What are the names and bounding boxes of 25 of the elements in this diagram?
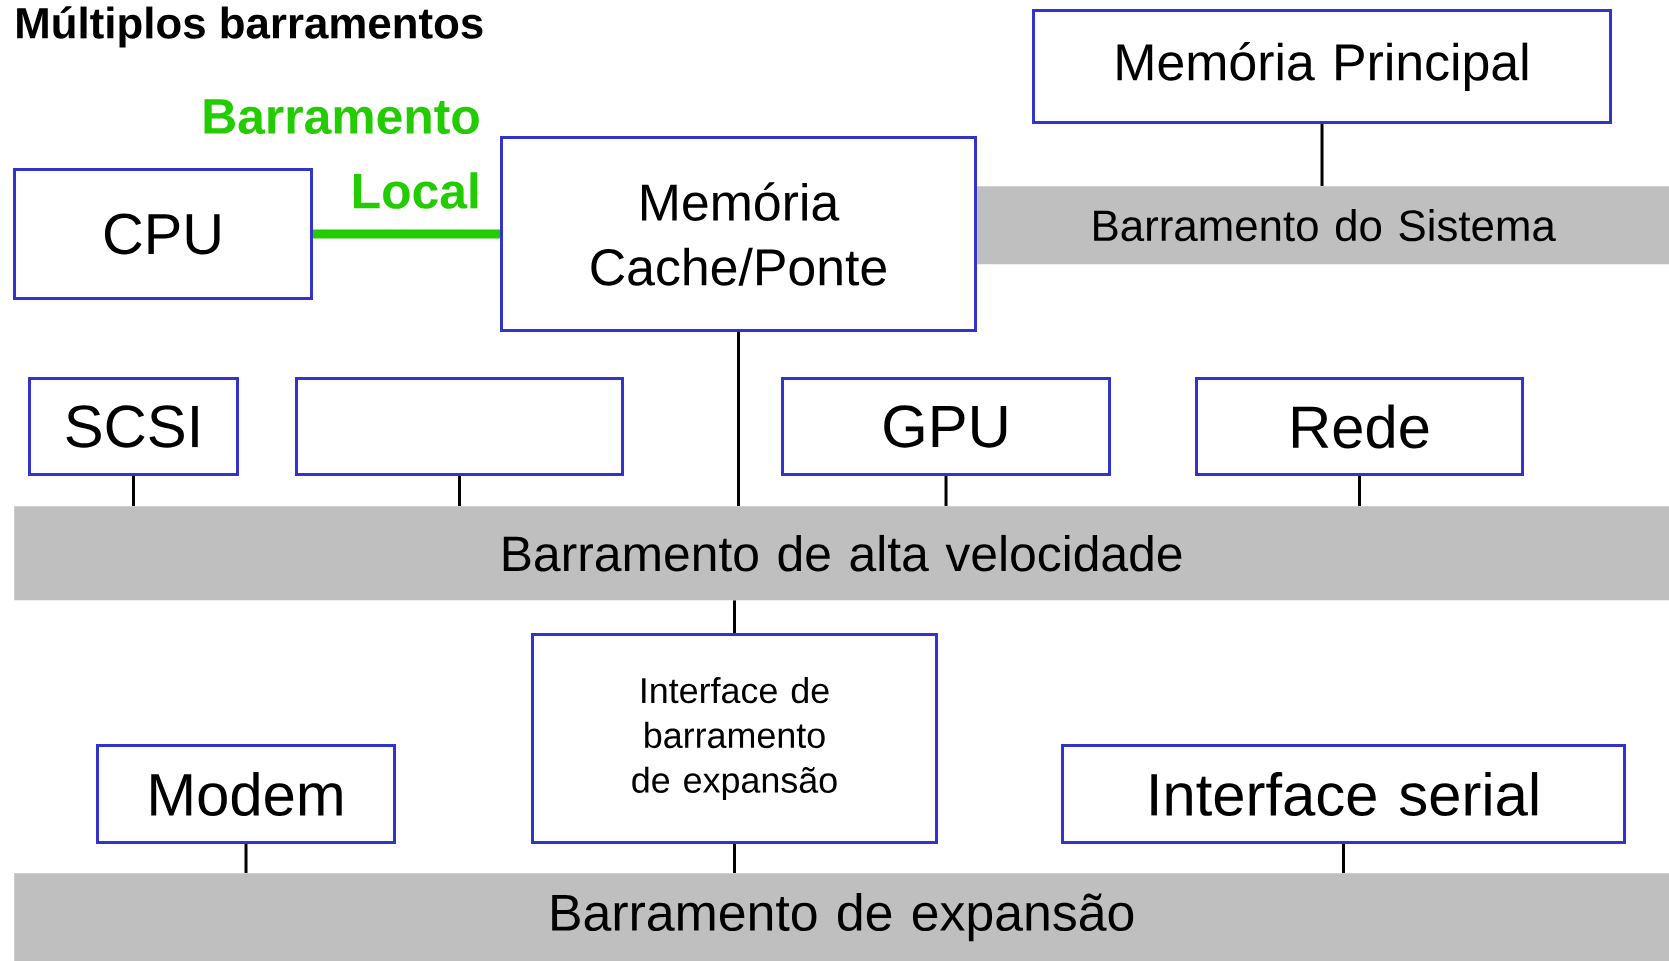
connector (458, 476, 461, 506)
title: Múltiplos barramentos (17, 6, 483, 48)
box-node: Modem (96, 744, 396, 844)
box-node: Interface de barramento de expansão (531, 633, 938, 844)
connector (1320, 124, 1324, 186)
connector (737, 332, 740, 506)
empty-box (295, 377, 624, 476)
connector (1358, 476, 1361, 506)
bus-band: Barramento de alta velocidade (14, 506, 1669, 601)
box-node: Memória Cache/Ponte (500, 136, 977, 332)
connector (733, 600, 736, 633)
connector (733, 844, 736, 873)
connector (944, 476, 948, 506)
box-node: Memória Principal (1032, 9, 1613, 124)
connector (132, 476, 135, 506)
connector (313, 229, 500, 239)
box-node: Rede (1195, 377, 1524, 476)
box-node: Interface serial (1061, 744, 1627, 844)
connector (244, 844, 248, 873)
box-node: CPU (13, 168, 313, 300)
bus-band: Barramento de expansão (14, 873, 1669, 961)
box-node: GPU (781, 377, 1111, 476)
bus-band: Barramento do Sistema (977, 186, 1669, 265)
connector (1342, 844, 1345, 873)
box-node: SCSI (28, 377, 239, 476)
